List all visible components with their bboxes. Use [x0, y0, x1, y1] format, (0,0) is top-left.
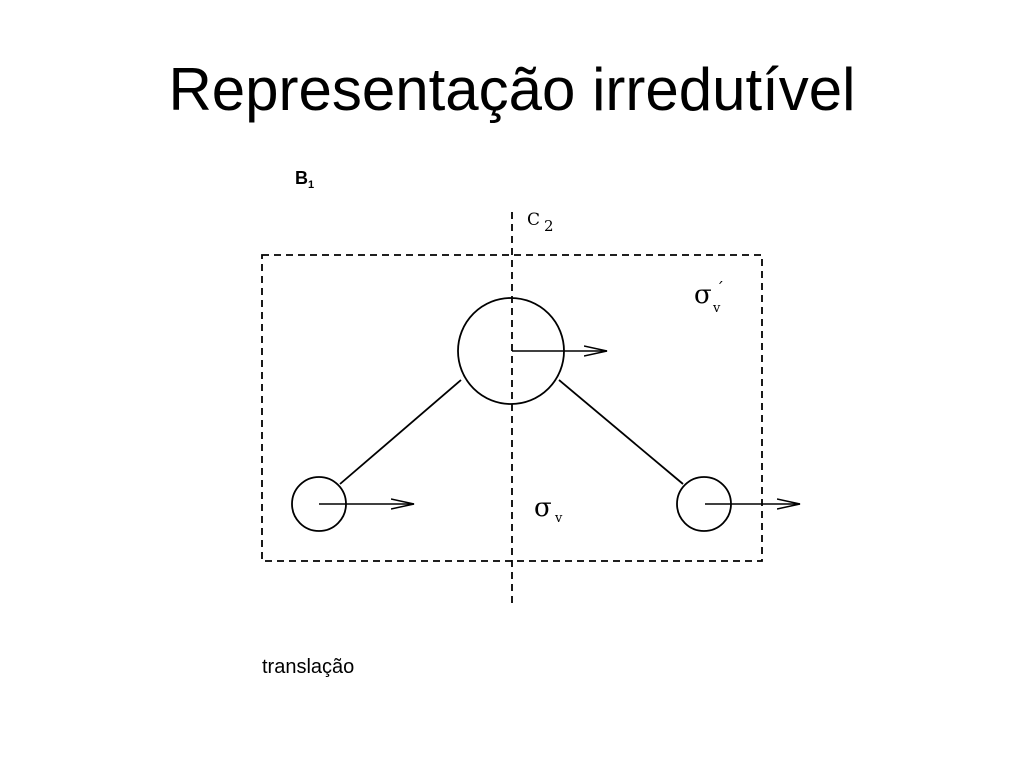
irrep-subscript: 1	[308, 179, 315, 191]
sigma-v-prime-subscript: v	[712, 301, 721, 316]
right-bond	[558, 379, 684, 485]
caption-translation: translação	[262, 656, 355, 678]
sigma-v-symbol: σ	[534, 493, 552, 523]
sigma-v-prime-symbol: σ	[694, 280, 712, 310]
slide-title: Representação irredutível	[168, 56, 856, 123]
sigma-v-subscript: v	[554, 511, 563, 526]
c2-label-order: 2	[544, 217, 554, 235]
c2-label-symbol: C	[527, 210, 540, 230]
sigma-v-prime-mark: ´	[716, 279, 724, 298]
irrep-label: B1	[295, 168, 314, 191]
irrep-symbol: B	[295, 168, 308, 188]
left-bond	[339, 379, 462, 485]
